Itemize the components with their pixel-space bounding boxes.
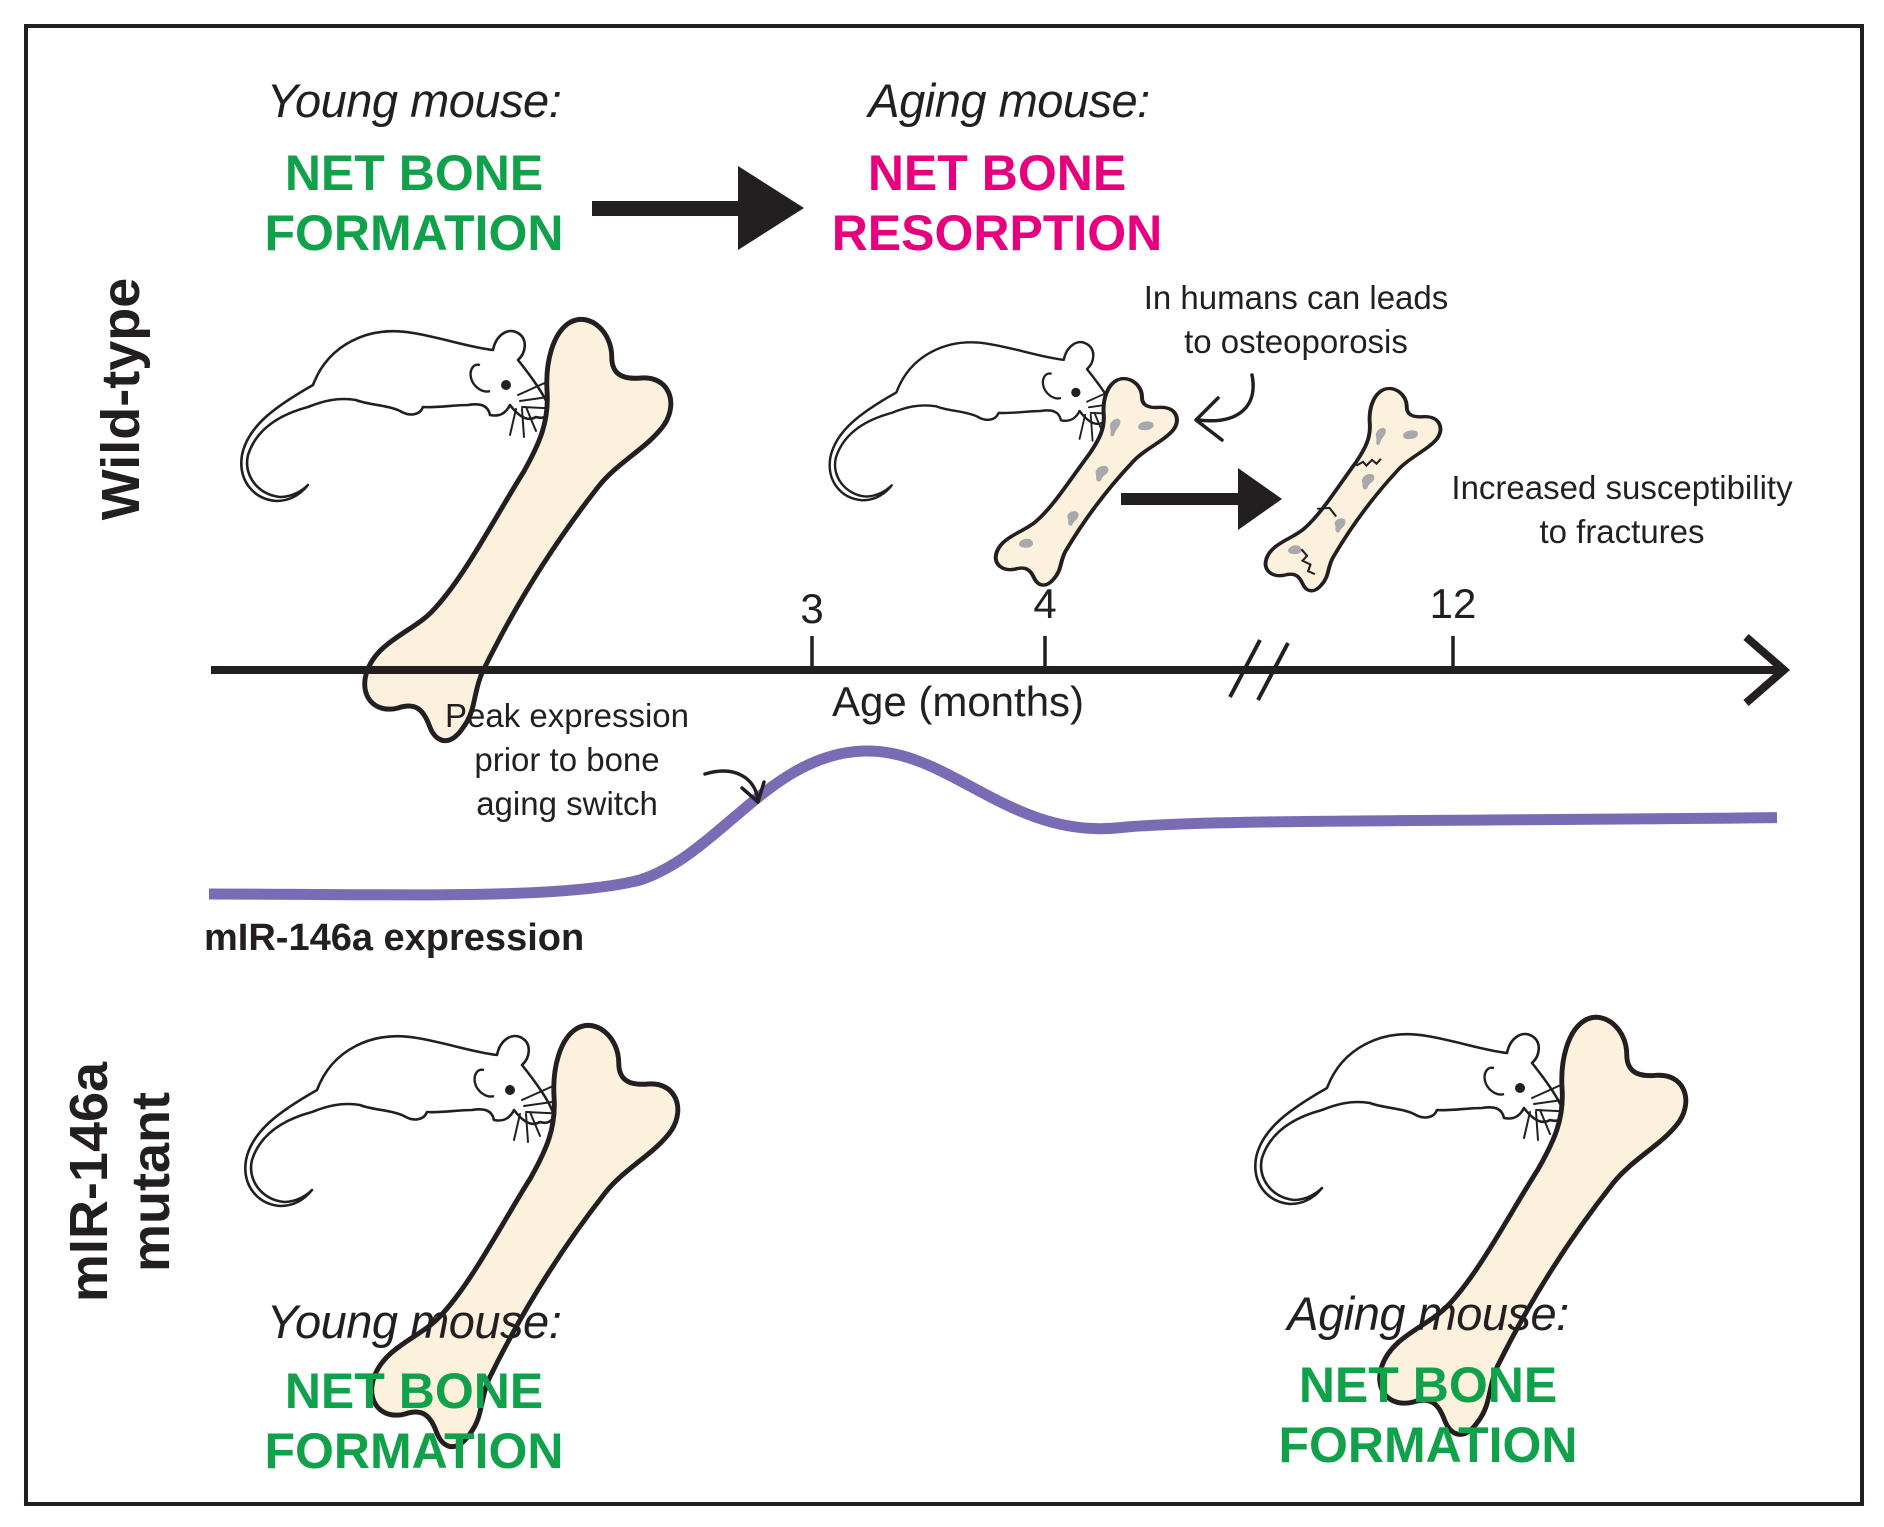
note-line: to osteoporosis [1184,323,1408,360]
note-line: Increased susceptibility [1451,469,1793,506]
axis-break-icon [1228,639,1290,701]
wild-type-young-status: NET BONE FORMATION [264,143,563,263]
tick-label-4: 4 [1033,580,1057,627]
tick-label-12: 12 [1429,580,1477,627]
mutant-aging-heading: Aging mouse: [1287,1287,1569,1340]
fracture-note: Increased susceptibility to fractures [1451,466,1792,554]
mutant-young-heading: Young mouse: [266,1295,562,1348]
row-label-line: mIR-146a [59,1061,119,1303]
wild-type-young-mouse-icon [240,329,566,503]
wild-type-young-heading: Young mouse: [266,74,562,127]
mutant-row-label: mIR-146a mutant [58,1022,182,1342]
wild-type-aging-heading: Aging mouse: [868,74,1150,127]
status-line: FORMATION [264,205,564,261]
tick-label-3: 3 [800,585,824,632]
status-line: RESORPTION [831,205,1163,261]
status-line: NET BONE [1298,1357,1558,1413]
status-line: NET BONE [284,1363,544,1419]
expression-label: mIR-146a expression [204,917,585,959]
mutant-young-status: NET BONE FORMATION [264,1361,563,1481]
osteoporosis-note: In humans can leads to osteoporosis [1144,276,1449,364]
row-label-line: mutant [121,1092,181,1272]
status-line: FORMATION [264,1423,564,1479]
mutant-aging-status: NET BONE FORMATION [1278,1355,1577,1475]
wild-type-aging-status: NET BONE RESORPTION [832,143,1163,263]
peak-expression-note: Peak expression prior to bone aging swit… [445,694,689,826]
note-line: prior to bone [474,741,660,778]
note-line: aging switch [476,785,658,822]
peak-pointer-arrow [703,769,766,804]
status-line: NET BONE [284,145,544,201]
status-line: NET BONE [867,145,1127,201]
figure-border [24,24,1864,1506]
note-line: In humans can leads [1143,279,1449,316]
fractured-bone-icon [1266,389,1441,591]
mutant-young-mouse-icon [244,1034,570,1208]
status-line: FORMATION [1278,1417,1578,1473]
mir146a-expression-curve [208,745,1778,901]
age-axis [211,633,1791,707]
axis-title: Age (months) [831,678,1085,725]
fracture-progression-arrow [1121,468,1282,530]
transition-arrow [592,166,804,250]
osteoporosis-pointer-arrow [1194,373,1255,442]
note-line: to fractures [1539,513,1705,550]
note-line: Peak expression [445,697,689,734]
wild-type-row-label: Wild-type [91,277,151,521]
